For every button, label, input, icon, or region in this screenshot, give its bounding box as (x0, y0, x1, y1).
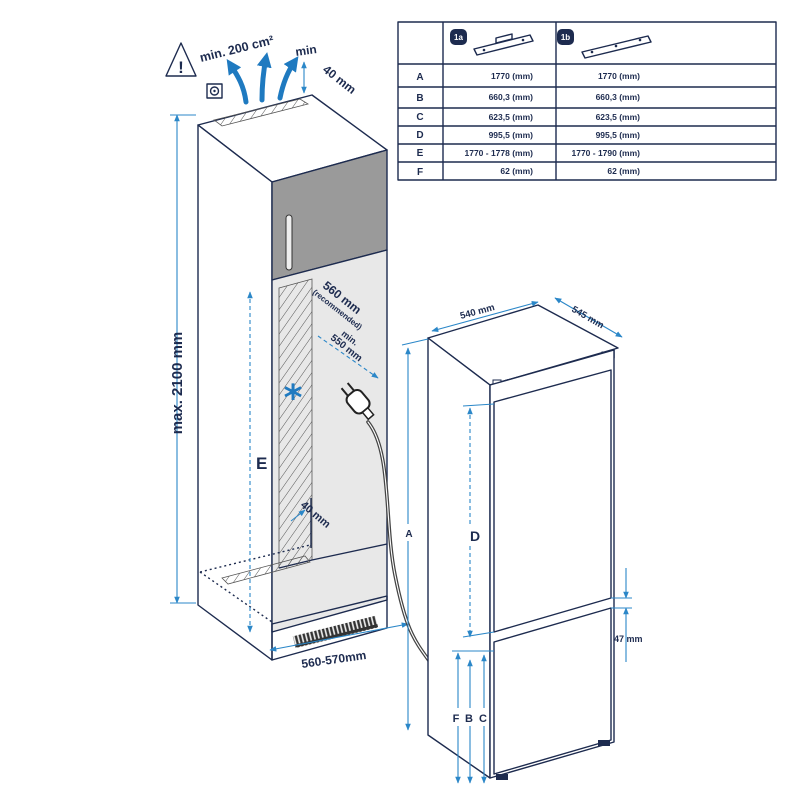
fridge-lower-door (493, 607, 612, 775)
table-header-1a: 1a (450, 29, 534, 56)
row-value-1a: 660,3 (mm) (489, 92, 534, 102)
door-handle (285, 214, 293, 271)
badge-1b (557, 29, 574, 45)
row-label: E (417, 148, 424, 159)
row-value-1b: 1770 - 1790 (mm) (571, 148, 640, 158)
row-label: D (416, 130, 423, 141)
power-plug-icon (340, 382, 375, 421)
cabinet-niche: ! min. 200 cm² min 40 mm (165, 33, 432, 671)
dimension-b-label: B (465, 713, 473, 725)
airflow-arrows (226, 52, 299, 105)
badge-1a-label: 1a (454, 33, 463, 42)
table-header-1b: 1b (557, 29, 652, 59)
niche-height-label: E (256, 454, 267, 473)
table-row: B 660,3 (mm) 660,3 (mm) (416, 92, 640, 104)
bracket-1a-icon (473, 33, 534, 56)
dimension-a-extension (401, 338, 429, 346)
dimension-table: 1a 1b A 1770 (mm) 1770 (mm) (397, 21, 777, 181)
fridge-foot (496, 774, 508, 780)
table-frame (397, 21, 777, 181)
niche-back-wall (278, 278, 313, 569)
row-value-1a: 1770 - 1778 (mm) (464, 148, 533, 158)
fridge-appliance: 540 mm 545 mm A D 47 mm F B C (401, 297, 643, 784)
fridge-width-dimension-line (431, 300, 539, 333)
air-vent-icon (206, 83, 223, 99)
row-value-1a: 62 (mm) (500, 166, 533, 176)
niche-width-dimension-line (269, 622, 409, 652)
warning-triangle-icon: ! (165, 42, 197, 77)
depth-dimension-line (317, 335, 379, 379)
dimension-c-label: C (479, 713, 487, 725)
dimension-a-label: A (405, 529, 412, 540)
table-row: F 62 (mm) 62 (mm) (417, 166, 640, 178)
row-label: C (416, 112, 423, 123)
row-value-1b: 995,5 (mm) (596, 130, 641, 140)
top-vent-grille (213, 98, 310, 127)
top-gap-min-label: min (294, 42, 317, 59)
row-value-1a: 1770 (mm) (491, 71, 533, 81)
warning-symbol: ! (178, 58, 184, 77)
bracket-1b-icon (581, 35, 652, 59)
top-gap-value-label: 40 mm (320, 62, 359, 96)
fridge-foot (598, 740, 610, 746)
airflow-arrow-icon (226, 59, 249, 105)
row-value-1b: 62 (mm) (607, 166, 640, 176)
row-label: F (417, 167, 423, 178)
row-value-1a: 623,5 (mm) (489, 112, 534, 122)
row-label: B (416, 93, 423, 104)
row-value-1a: 995,5 (mm) (489, 130, 534, 140)
badge-1a (450, 29, 467, 45)
table-row: E 1770 - 1778 (mm) 1770 - 1790 (mm) (417, 148, 641, 159)
row-label: A (416, 72, 423, 83)
niche-width-label: 560-570mm (300, 648, 367, 671)
floor-vent-grille (221, 555, 311, 585)
rear-gap-arrow (290, 509, 306, 522)
airflow-arrow-icon (277, 56, 299, 101)
dimension-d-label: D (470, 528, 480, 544)
dimension-d-extension (462, 631, 495, 638)
max-height-label: max. 2100 mm (169, 332, 186, 435)
hidden-floor-edge (199, 544, 311, 573)
table-row: D 995,5 (mm) 995,5 (mm) (416, 130, 640, 141)
dimension-f-label: F (453, 713, 460, 725)
fridge-left-side (427, 337, 491, 779)
row-value-1b: 623,5 (mm) (596, 112, 641, 122)
table-row: A 1770 (mm) 1770 (mm) (416, 71, 640, 83)
door-gap-label: 47 mm (614, 634, 643, 644)
fridge-depth-dimension-line (554, 297, 623, 338)
dimension-d-extension (462, 403, 495, 407)
airflow-arrow-icon (256, 52, 272, 103)
fridge-upper-door (493, 369, 612, 633)
row-value-1b: 660,3 (mm) (596, 92, 641, 102)
table-row: C 623,5 (mm) 623,5 (mm) (416, 112, 640, 123)
badge-1b-label: 1b (561, 33, 570, 42)
row-value-1b: 1770 (mm) (598, 71, 640, 81)
note-asterisk: * (284, 378, 303, 419)
power-cable-highlight (367, 421, 431, 663)
